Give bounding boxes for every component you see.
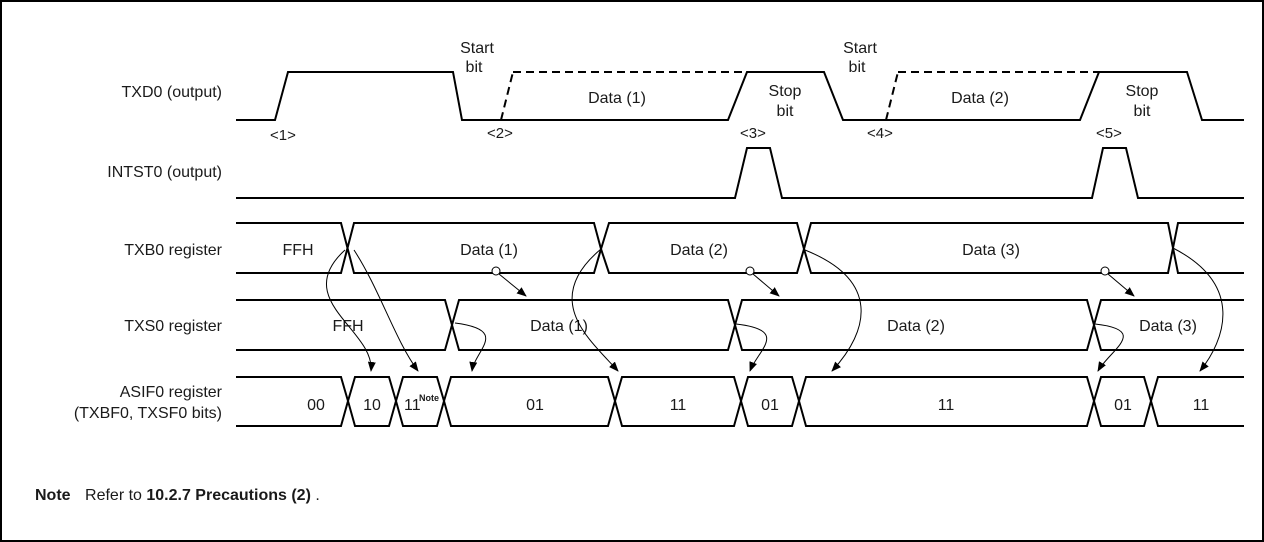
start-bit-label-2b: bit — [849, 59, 866, 76]
signal-label-txs0: TXS0 register — [124, 318, 222, 335]
txb0-value-1: FFH — [282, 242, 313, 259]
note-text-prefix: Refer to — [85, 487, 146, 504]
asif0-value-3: 11 — [404, 397, 421, 414]
marker-4: <4> — [867, 125, 893, 142]
signal-label-intst0: INTST0 (output) — [107, 164, 222, 181]
note-label: Note — [35, 487, 71, 504]
transfer-arrows — [491, 266, 1135, 297]
txs0-value-2: Data (1) — [530, 318, 588, 335]
asif0-value-9: 11 — [1193, 397, 1210, 414]
asif0-value-7: 11 — [938, 397, 955, 414]
txd0-data-1: Data (1) — [588, 90, 646, 107]
asif0-value-8: 01 — [1114, 397, 1132, 414]
asif0-value-4: 01 — [526, 397, 544, 414]
marker-1: <1> — [270, 127, 296, 144]
txs0-value-4: Data (3) — [1139, 318, 1197, 335]
marker-2: <2> — [487, 125, 513, 142]
asif0-bus — [236, 376, 1244, 427]
txb0-bus — [236, 222, 1244, 274]
txs0-bus — [236, 299, 1244, 351]
asif0-note-superscript: Note — [419, 393, 439, 403]
signal-label-txd0: TXD0 (output) — [122, 84, 222, 101]
txd0-data-2: Data (2) — [951, 90, 1009, 107]
intst0-waveform — [236, 147, 1244, 199]
marker-3: <3> — [740, 125, 766, 142]
stop-bit-label-1b: bit — [777, 103, 794, 120]
asif0-value-2: 10 — [363, 397, 381, 414]
signal-label-txb0: TXB0 register — [124, 242, 222, 259]
status-change-arrows — [326, 247, 1224, 372]
asif0-value-6: 01 — [761, 397, 779, 414]
txb0-value-2: Data (1) — [460, 242, 518, 259]
txs0-value-3: Data (2) — [887, 318, 945, 335]
stop-bit-label-2: Stop — [1126, 83, 1159, 100]
note-suffix: . — [315, 487, 319, 504]
note-reference: 10.2.7 Precautions (2) — [146, 487, 311, 504]
note: Note Refer to 10.2.7 Precautions (2) . — [35, 487, 320, 504]
txb0-value-3: Data (2) — [670, 242, 728, 259]
marker-5: <5> — [1096, 125, 1122, 142]
asif0-value-1: 00 — [307, 397, 325, 414]
start-bit-label-1b: bit — [466, 59, 483, 76]
signal-label-asif0-bits: (TXBF0, TXSF0 bits) — [74, 405, 222, 422]
stop-bit-label-1: Stop — [769, 83, 802, 100]
start-bit-label-1: Start — [460, 40, 494, 57]
txs0-value-1: FFH — [332, 318, 363, 335]
signal-label-asif0: ASIF0 register — [120, 384, 223, 401]
stop-bit-label-2b: bit — [1134, 103, 1151, 120]
txd0-waveform — [236, 71, 1244, 121]
start-bit-label-2: Start — [843, 40, 877, 57]
txb0-value-4: Data (3) — [962, 242, 1020, 259]
asif0-value-5: 11 — [670, 397, 687, 414]
